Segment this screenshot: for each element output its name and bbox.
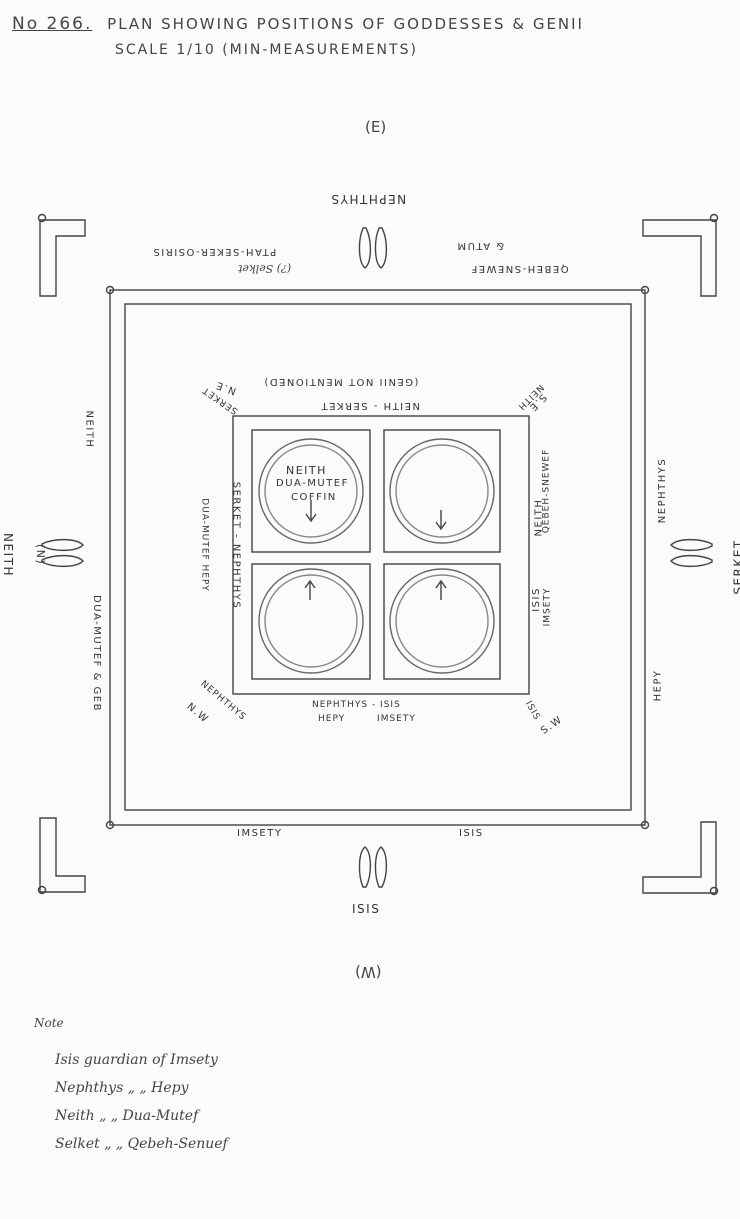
- plan-scale: SCALE 1/10 (MIN-MEASUREMENTS): [115, 42, 418, 58]
- coffin-label-dua-mutef: DUA-MUTEF: [276, 478, 349, 489]
- page-title: No 266. PLAN SHOWING POSITIONS OF GODDES…: [12, 14, 584, 34]
- label-isis-inner-right: ISIS: [530, 587, 542, 612]
- compartment-sw: [251, 563, 371, 680]
- label-hepy-imsety: HEPY IMSETY: [318, 714, 416, 724]
- note-line-2: Nephthys „ „ Hepy: [55, 1080, 189, 1096]
- label-ptah-seker-osiris: PTAH-SEKER-OSIRIS: [152, 246, 277, 257]
- compartment-nw: [251, 429, 371, 553]
- label-nephthys-right: NEPHTHYS: [657, 457, 669, 524]
- compartment-ne: [383, 429, 501, 553]
- label-serket-nephthys: SERKET - NEPHTHYS: [230, 481, 242, 610]
- label-and-atum: & ATUM: [456, 240, 505, 251]
- note-line-1: Isis guardian of Imsety: [55, 1052, 218, 1068]
- plan-number: No 266.: [12, 14, 93, 34]
- outer-frame: [109, 289, 646, 826]
- direction-north: (N): [34, 543, 48, 566]
- figure-label-bottom: ISIS: [352, 902, 381, 916]
- corner-bracket-sw: [37, 817, 86, 895]
- label-imsety-bottom: IMSETY: [237, 828, 283, 839]
- label-selket-note: (?) Selket: [238, 262, 292, 275]
- label-hepy-right: HEPY: [652, 669, 664, 702]
- label-genii-not-mentioned: (GENII NOT MENTIONED): [263, 376, 419, 387]
- notes-heading: Note: [34, 1016, 64, 1030]
- label-isis-bottom: ISIS: [459, 828, 484, 839]
- label-imsety-inner-right: IMSETY: [542, 587, 553, 627]
- canopic-chest: [232, 415, 530, 695]
- coffin-label-neith: NEITH: [286, 464, 327, 477]
- label-qebeh-snewef: QEBEH-SNEWEF: [470, 263, 569, 274]
- label-dua-mutef-geb: DUA-MUTEF & GEB: [90, 595, 102, 712]
- compartment-se: [383, 563, 501, 680]
- corner-bracket-ne: [642, 213, 719, 297]
- label-dua-mutef-hepy: DUA-MUTEF HEPY: [199, 498, 210, 592]
- label-neith-serket: NEITH - SERKET: [320, 400, 420, 411]
- label-nephthys-isis: NEPHTHYS - ISIS: [312, 700, 401, 710]
- direction-east: (E): [365, 118, 387, 136]
- figure-label-top: NEPHTHYS: [330, 192, 407, 206]
- corner-bracket-nw: [37, 213, 86, 297]
- plan-title: PLAN SHOWING POSITIONS OF GODDESSES & GE…: [107, 15, 584, 33]
- outer-frame-inner: [124, 303, 632, 811]
- figure-label-left: NEITH: [0, 533, 15, 577]
- figure-label-right: SERKET: [731, 539, 740, 595]
- note-line-3: Neith „ „ Dua-Mutef: [55, 1108, 199, 1124]
- coffin-label-coffin: COFFIN: [291, 492, 337, 503]
- note-line-4: Selket „ „ Qebeh-Senuef: [55, 1136, 228, 1152]
- corner-bracket-se: [642, 821, 719, 896]
- label-qebeh-inner-right: QEBEH-SNEWEF: [541, 448, 552, 534]
- label-neith-left: NEITH: [83, 410, 95, 449]
